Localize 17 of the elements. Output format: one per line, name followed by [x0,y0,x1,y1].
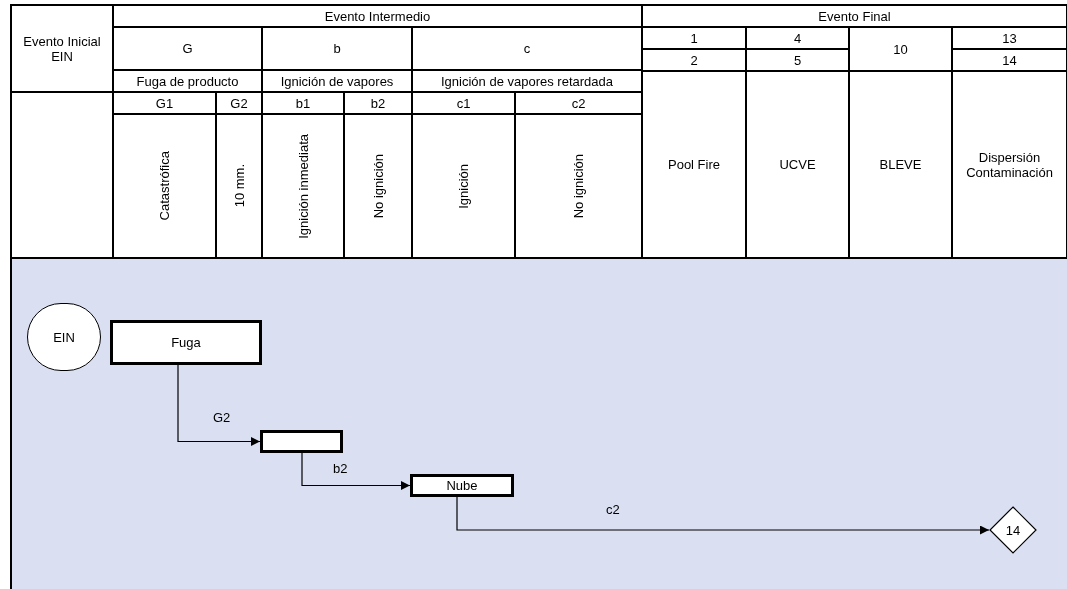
event-box [260,430,343,453]
arrow [301,452,411,490]
node-label: EIN [53,329,75,345]
arrow [177,364,261,446]
table-cell: Dispersión Contaminación [951,70,1067,259]
edge-label: G2 [212,410,232,425]
edge-label: b2 [332,461,349,476]
outcome-diamond [989,506,1037,554]
event-box [410,474,514,497]
event-box [110,320,262,365]
node-label: Fuga [171,335,201,350]
node-label: 14 [1005,522,1021,538]
arrow [456,496,990,535]
node-label: Nube [446,478,478,493]
table-cell: Evento Final [641,4,1067,28]
edge-label: c2 [605,502,621,517]
table-cell: Evento Inicial EIN [10,4,114,93]
